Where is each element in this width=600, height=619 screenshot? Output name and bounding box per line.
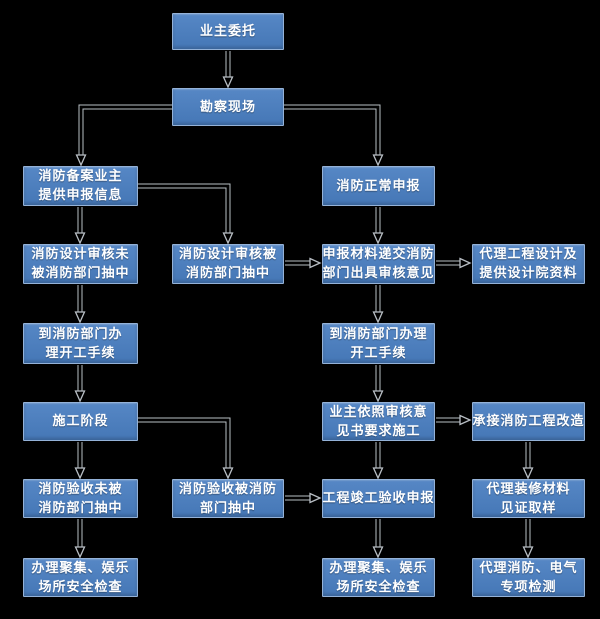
flow-node-label: 消防设计审核未	[31, 247, 130, 262]
flow-node-label: 部门出具审核意见	[322, 266, 435, 281]
flow-node-start-formalities-right: 到消防部门办理开工手续	[322, 323, 435, 364]
flow-node-label: 场所安全检查	[38, 579, 123, 595]
connector-start-formalities-left-to-construction	[74, 365, 86, 403]
flow-node-label: 到消防部门办理	[329, 326, 428, 342]
flow-node-label: 办理聚集、娱乐	[329, 560, 428, 576]
connector-construct-per-to-completion	[372, 442, 384, 480]
flow-node-label: 消防设计审核被	[178, 247, 277, 262]
flow-node-label: 被消防部门抽中	[31, 266, 130, 281]
flow-node-label: 消防验收未被	[38, 481, 123, 497]
connector-design-review-selected-to-submit-materials	[285, 257, 322, 269]
flow-node-label: 部门抽中	[199, 500, 256, 516]
flow-node-label: 消防部门抽中	[185, 266, 270, 281]
connector-completion-to-safety-right	[372, 519, 384, 559]
connector-undertake-to-material-sampling	[522, 442, 534, 480]
connector-construction-to-acceptance-not-selected	[74, 442, 86, 480]
flow-node-label: 专项检测	[500, 579, 557, 595]
connector-site-survey-to-normal-declaration	[284, 104, 384, 167]
flow-node-label: 代理工程设计及	[479, 247, 578, 262]
flow-node-normal-declaration: 消防正常申报	[322, 166, 435, 206]
flow-node-label: 办理聚集、娱乐	[31, 560, 130, 576]
flow-node-safety-check-right: 办理聚集、娱乐场所安全检查	[322, 558, 435, 597]
flow-node-label: 业主委托	[199, 24, 256, 39]
flow-node-label: 提供申报信息	[38, 188, 123, 203]
flow-node-label: 见书要求施工	[336, 423, 421, 439]
flow-node-label: 施工阶段	[52, 414, 109, 429]
flow-node-label: 场所安全检查	[336, 579, 421, 595]
flow-node-material-witness-sampling: 代理装修材料见证取样	[472, 479, 585, 518]
flow-node-construction-stage: 施工阶段	[23, 402, 138, 441]
flow-node-label: 承接消防工程改造	[472, 414, 585, 429]
flow-node-label: 业主依照审核意	[329, 404, 428, 420]
flow-node-label: 申报材料递交消防	[322, 247, 435, 262]
flow-node-label: 开工手续	[350, 345, 407, 361]
flow-node-label: 见证取样	[500, 500, 557, 516]
connector-material-sampling-to-special-testing	[522, 519, 534, 559]
flow-node-site-survey: 勘察现场	[172, 88, 284, 126]
connector-start-formalities-right-to-construct-per	[372, 365, 384, 403]
flow-node-acceptance-selected: 消防验收被消防部门抽中	[172, 479, 284, 518]
flow-node-design-review-selected: 消防设计审核被消防部门抽中	[172, 244, 284, 284]
flow-node-label: 代理消防、电气	[479, 560, 578, 576]
flow-node-submit-materials: 申报材料递交消防部门出具审核意见	[322, 244, 435, 284]
connector-acceptance-not-selected-to-safety-left	[74, 519, 86, 559]
flow-node-special-testing: 代理消防、电气专项检测	[472, 558, 585, 597]
flow-node-label: 消防验收被消防	[178, 481, 277, 497]
flow-node-label: 代理装修材料	[486, 481, 571, 497]
flow-node-label: 消防备案业主	[38, 169, 123, 184]
connector-filing-to-design-review-selected	[138, 183, 234, 245]
connector-site-survey-to-filing-owner-info	[75, 104, 172, 167]
flow-node-label: 消防部门抽中	[38, 500, 123, 516]
flow-node-label: 提供设计院资料	[479, 266, 578, 281]
flow-node-start-formalities-left: 到消防部门办理开工手续	[23, 323, 138, 364]
flow-node-label: 到消防部门办	[38, 326, 123, 342]
connector-submit-materials-to-agent-design	[436, 257, 472, 269]
connector-submit-materials-to-start-formalities-right	[372, 285, 384, 324]
flow-node-completion-acceptance: 工程竣工验收申报	[322, 479, 435, 518]
flow-node-undertake-fire-renovation: 承接消防工程改造	[472, 402, 585, 441]
flow-node-label: 理开工手续	[45, 345, 116, 361]
connector-owner-commission-to-site-survey	[222, 51, 234, 89]
flow-node-construct-per-review: 业主依照审核意见书要求施工	[322, 402, 435, 441]
connector-construction-to-acceptance-selected	[138, 417, 234, 480]
flow-node-filing-owner-info: 消防备案业主提供申报信息	[23, 166, 138, 206]
connector-construct-per-to-undertake-renovation	[436, 414, 472, 426]
connector-filing-to-design-review-not-selected	[74, 207, 86, 245]
flow-node-owner-commission: 业主委托	[172, 13, 284, 50]
flow-node-agent-engineering-design: 代理工程设计及提供设计院资料	[472, 244, 585, 284]
connector-acceptance-selected-to-completion	[285, 492, 322, 504]
flow-node-acceptance-not-selected: 消防验收未被消防部门抽中	[23, 479, 138, 518]
connector-normal-declaration-to-submit-materials	[372, 207, 384, 245]
flow-node-label: 工程竣工验收申报	[322, 491, 435, 506]
flow-node-design-review-not-selected: 消防设计审核未被消防部门抽中	[23, 244, 138, 284]
flow-node-safety-check-left: 办理聚集、娱乐场所安全检查	[23, 558, 138, 597]
connector-not-selected-to-start-formalities-left	[74, 285, 86, 324]
flow-node-label: 勘察现场	[199, 99, 256, 115]
flow-node-label: 消防正常申报	[336, 178, 421, 194]
